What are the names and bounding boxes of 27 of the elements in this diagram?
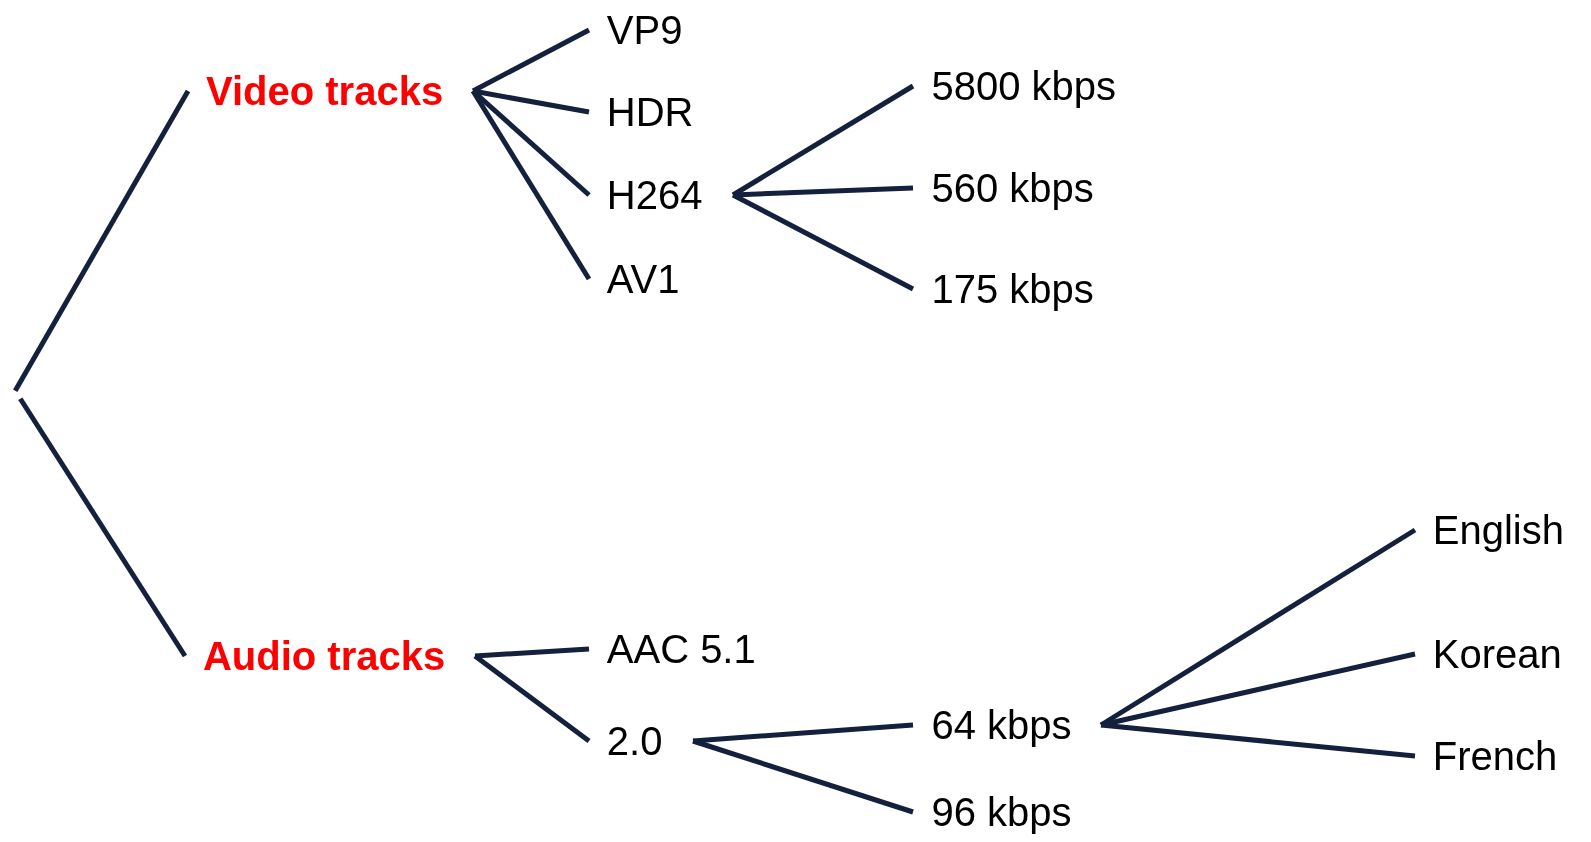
category-label: Audio tracks [202, 633, 446, 680]
option-label: 560 kbps [931, 164, 1094, 211]
option-label: 64 kbps [931, 702, 1072, 749]
option-label: 96 kbps [931, 788, 1072, 835]
option-label: HDR [606, 88, 694, 135]
option-label: 175 kbps [931, 266, 1094, 313]
option-label: English [1432, 506, 1564, 553]
option-label: 2.0 [606, 717, 663, 764]
option-label: AV1 [606, 256, 680, 303]
option-label: 5800 kbps [931, 63, 1117, 110]
category-label: Video tracks [205, 68, 444, 115]
branch-line [1100, 722, 1416, 759]
branch-line [18, 397, 188, 658]
branch-line [473, 654, 591, 743]
branch-line [692, 722, 914, 744]
option-label: H264 [606, 171, 703, 218]
option-label: French [1432, 732, 1558, 779]
option-label: AAC 5.1 [606, 626, 756, 673]
branch-line [731, 192, 915, 292]
branch-line [13, 89, 191, 392]
branch-line [471, 89, 591, 197]
option-label: VP9 [606, 7, 683, 54]
option-label: Korean [1432, 631, 1562, 678]
branch-line [692, 738, 914, 815]
branch-line [474, 646, 590, 659]
branch-line [470, 89, 592, 281]
branch-line [732, 185, 914, 198]
